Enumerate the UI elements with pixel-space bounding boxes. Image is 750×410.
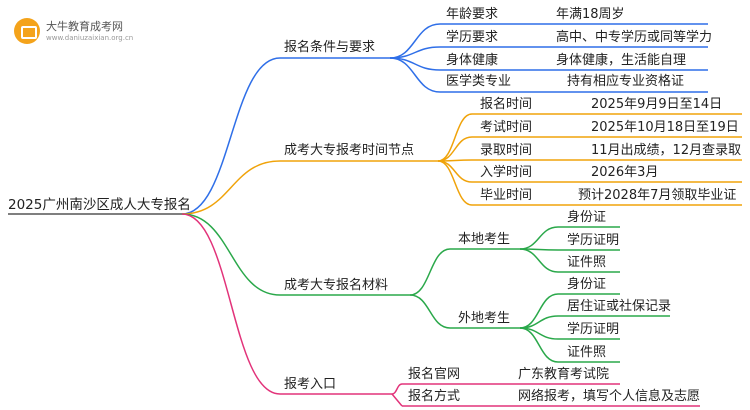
time-value-registration: 2025年9月9日至14日 bbox=[591, 97, 723, 112]
req-value-medical: 持有相应专业资格证 bbox=[567, 74, 685, 89]
connector-root-entry bbox=[181, 213, 281, 395]
entry-label-website: 报名官网 bbox=[408, 367, 461, 382]
connector-materials-nonlocal bbox=[409, 294, 451, 329]
connector-time-1 bbox=[437, 136, 473, 162]
entry-label-method: 报名方式 bbox=[408, 389, 461, 404]
time-label-admission: 录取时间 bbox=[480, 143, 533, 158]
branch-timeline: 成考大专报考时间节点 bbox=[284, 143, 415, 158]
connector-time-3 bbox=[437, 160, 473, 183]
connector-nonlocal-3 bbox=[519, 327, 559, 363]
connector-local-2 bbox=[519, 248, 559, 273]
connector-root-timeline bbox=[181, 160, 281, 215]
connector-nonlocal-0 bbox=[519, 293, 559, 329]
connector-entry-1 bbox=[391, 393, 403, 407]
time-label-graduation: 毕业时间 bbox=[480, 188, 533, 203]
nonlocal-item-diploma: 学历证明 bbox=[567, 322, 620, 337]
req-label-health: 身体健康 bbox=[446, 53, 499, 68]
connector-root-requirements bbox=[181, 57, 281, 215]
root-node: 2025广州南沙区成人大专报名 bbox=[8, 197, 191, 213]
group-nonlocal: 外地考生 bbox=[458, 311, 511, 326]
time-label-enrollment: 入学时间 bbox=[480, 165, 533, 180]
local-item-photo: 证件照 bbox=[567, 255, 607, 270]
logo-title: 大牛教育成考网 bbox=[46, 20, 123, 33]
connector-time-4 bbox=[437, 160, 473, 206]
branch-materials: 成考大专报名材料 bbox=[284, 278, 389, 293]
branch-requirements: 报名条件与要求 bbox=[284, 40, 376, 55]
connector-req-3 bbox=[389, 57, 441, 93]
connector-local-0 bbox=[519, 226, 559, 250]
local-item-diploma: 学历证明 bbox=[567, 233, 620, 248]
time-value-exam: 2025年10月18日至19日 bbox=[591, 120, 739, 135]
branch-entry: 报考入口 bbox=[284, 377, 337, 392]
req-label-education: 学历要求 bbox=[446, 30, 499, 45]
req-value-age: 年满18周岁 bbox=[556, 7, 625, 22]
logo-url: www.daniuzaixian.org.cn bbox=[46, 34, 134, 42]
connector-root-materials bbox=[181, 213, 281, 296]
group-local: 本地考生 bbox=[458, 232, 511, 247]
time-label-exam: 考试时间 bbox=[480, 120, 533, 135]
req-value-health: 身体健康，生活能自理 bbox=[556, 53, 687, 68]
connector-materials-local bbox=[409, 248, 451, 296]
time-value-graduation: 预计2028年7月领取毕业证 bbox=[578, 188, 737, 203]
nonlocal-item-residence: 居住证或社保记录 bbox=[567, 299, 672, 314]
req-label-medical: 医学类专业 bbox=[446, 74, 512, 89]
time-value-enrollment: 2026年3月 bbox=[591, 165, 659, 180]
req-label-age: 年龄要求 bbox=[446, 7, 499, 22]
local-item-id: 身份证 bbox=[567, 210, 607, 225]
entry-value-method: 网络报考，填写个人信息及志愿 bbox=[518, 389, 701, 404]
logo-icon bbox=[14, 18, 40, 44]
nonlocal-item-id: 身份证 bbox=[567, 277, 607, 292]
time-value-admission: 11月出成绩，12月查录取 bbox=[591, 143, 742, 158]
connector-entry-0 bbox=[391, 383, 403, 395]
nonlocal-item-photo: 证件照 bbox=[567, 345, 607, 360]
req-value-education: 高中、中专学历或同等学力 bbox=[556, 30, 713, 45]
time-label-registration: 报名时间 bbox=[480, 97, 533, 112]
entry-value-website: 广东教育考试院 bbox=[518, 367, 610, 382]
site-logo: 大牛教育成考网 www.daniuzaixian.org.cn bbox=[14, 14, 134, 48]
